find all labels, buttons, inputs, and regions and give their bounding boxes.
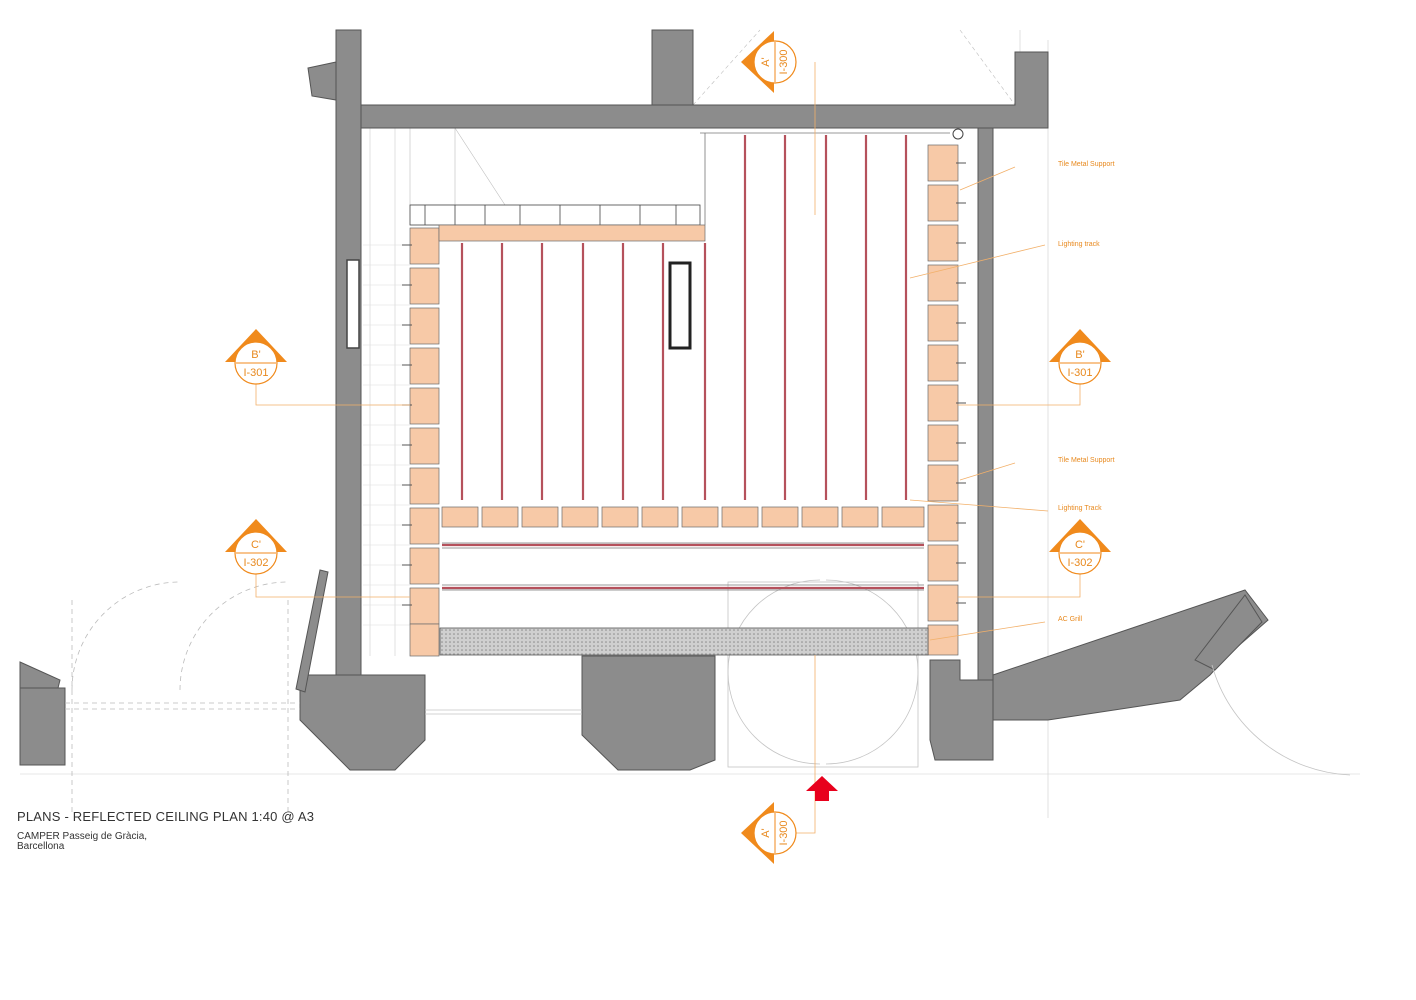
section-marker-a-top: A' I-300 — [741, 31, 797, 93]
section-sheet: I-302 — [243, 557, 268, 569]
section-sheet: I-300 — [778, 820, 790, 845]
skylight — [668, 261, 692, 350]
building-walls — [19, 29, 1269, 771]
stair-slat-ticks — [424, 205, 677, 225]
corner-column — [952, 128, 964, 140]
ceiling-panels — [442, 132, 950, 591]
leader-lines — [255, 62, 1081, 834]
section-sheet: I-301 — [243, 367, 268, 379]
lighting-tracks — [442, 135, 924, 590]
section-marker-a-bottom: A' I-300 — [741, 802, 797, 864]
section-marker-c-right: C' I-302 — [1049, 519, 1111, 575]
ac-grill — [439, 627, 929, 656]
annotation-lighting-track-2: Lighting Track — [1058, 505, 1102, 512]
section-marker-c-left: C' I-302 — [225, 519, 287, 575]
plan-title: PLANS - REFLECTED CEILING PLAN 1:40 @ A3 — [17, 809, 315, 824]
section-letter: C' — [1075, 539, 1085, 551]
section-marker-b-left: B' I-301 — [225, 329, 287, 385]
section-sheet: I-300 — [778, 49, 790, 74]
section-letter: B' — [251, 349, 260, 361]
section-letter: A' — [760, 828, 772, 837]
section-letter: A' — [760, 57, 772, 66]
entrance-arrow-icon — [806, 776, 838, 801]
section-sheet: I-302 — [1067, 557, 1092, 569]
section-marker-b-right: B' I-301 — [1049, 329, 1111, 385]
annotation-tile-metal-support-1: Tile Metal Support — [1058, 161, 1115, 168]
annotation-tile-metal-support-2: Tile Metal Support — [1058, 457, 1115, 464]
tile-border-right — [927, 144, 959, 656]
wall-window — [346, 259, 360, 349]
stair-slats — [409, 204, 701, 226]
title-block: PLANS - REFLECTED CEILING PLAN 1:40 @ A3… — [17, 809, 314, 852]
annotation-ac-grill: AC Grill — [1058, 616, 1083, 623]
project-name: CAMPER Passeig de Gràcia, — [17, 831, 148, 842]
annotations: Tile Metal Support Lighting track Tile M… — [1058, 161, 1115, 623]
tile-border-left — [409, 227, 440, 657]
section-letter: B' — [1075, 349, 1084, 361]
project-city: Barcellona — [17, 841, 65, 852]
tile-border-top — [438, 224, 706, 242]
door-swings — [65, 581, 300, 812]
section-letter: C' — [251, 539, 261, 551]
annotation-lighting-track-1: Lighting track — [1058, 241, 1100, 248]
tile-border-middle — [441, 506, 925, 528]
section-sheet: I-301 — [1067, 367, 1092, 379]
